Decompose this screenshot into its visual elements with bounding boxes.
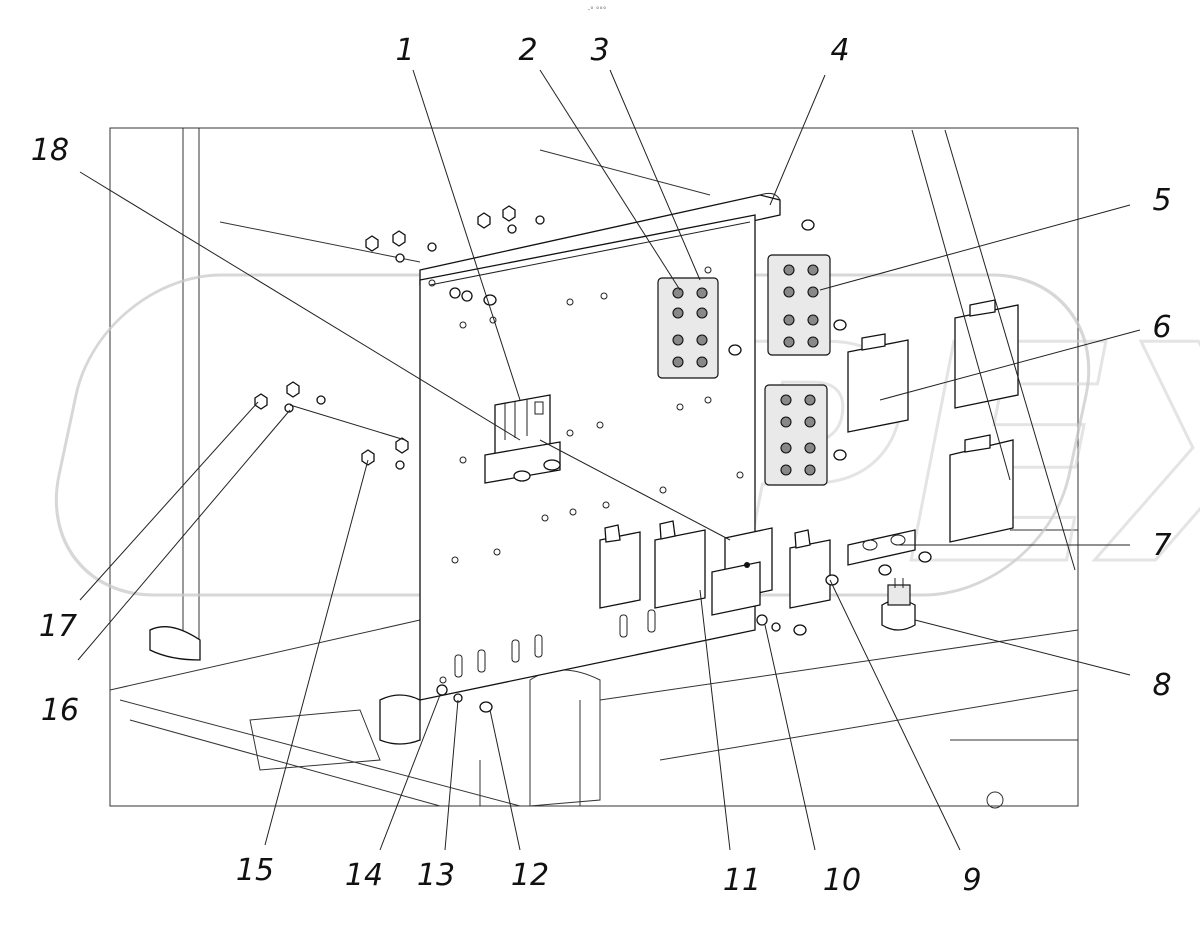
- fuse-block-2: [657, 277, 719, 379]
- part-1-holder: [484, 394, 561, 484]
- callout-13: 13: [417, 858, 455, 893]
- callout-18: 18: [31, 133, 69, 168]
- fuse-block-3: [767, 254, 831, 356]
- relays: [599, 520, 831, 616]
- callout-12: 12: [511, 858, 549, 893]
- callout-1: 1: [395, 33, 414, 68]
- header-code: -° °°°: [588, 6, 607, 14]
- callout-3: 3: [590, 33, 609, 68]
- leader-lines: [77, 69, 1141, 851]
- callout-10: 10: [823, 863, 861, 898]
- background-frame: [109, 127, 1079, 809]
- callout-2: 2: [518, 33, 537, 68]
- part-7-bracket: [847, 529, 916, 566]
- fuse-block-lower: [764, 384, 828, 486]
- callout-16: 16: [41, 693, 79, 728]
- fasteners: [254, 205, 932, 713]
- fuse-cover-5: [954, 299, 1019, 409]
- callout-9: 9: [962, 863, 981, 898]
- callout-11: 11: [723, 863, 761, 898]
- callout-6: 6: [1152, 310, 1171, 345]
- callout-4: 4: [830, 33, 849, 68]
- part-8-switch: [881, 578, 916, 631]
- callout-labels: 1 2 3 4 5 6 7 8 9 10 11 12 13 14 15 16 1…: [31, 33, 1172, 898]
- callout-8: 8: [1152, 668, 1171, 703]
- callout-15: 15: [236, 853, 274, 888]
- callout-17: 17: [39, 609, 77, 644]
- callout-14: 14: [345, 858, 383, 893]
- fuse-cover-lower: [949, 434, 1014, 543]
- callout-5: 5: [1152, 183, 1171, 218]
- fuse-cover-6: [847, 333, 909, 433]
- callout-7: 7: [1152, 528, 1171, 563]
